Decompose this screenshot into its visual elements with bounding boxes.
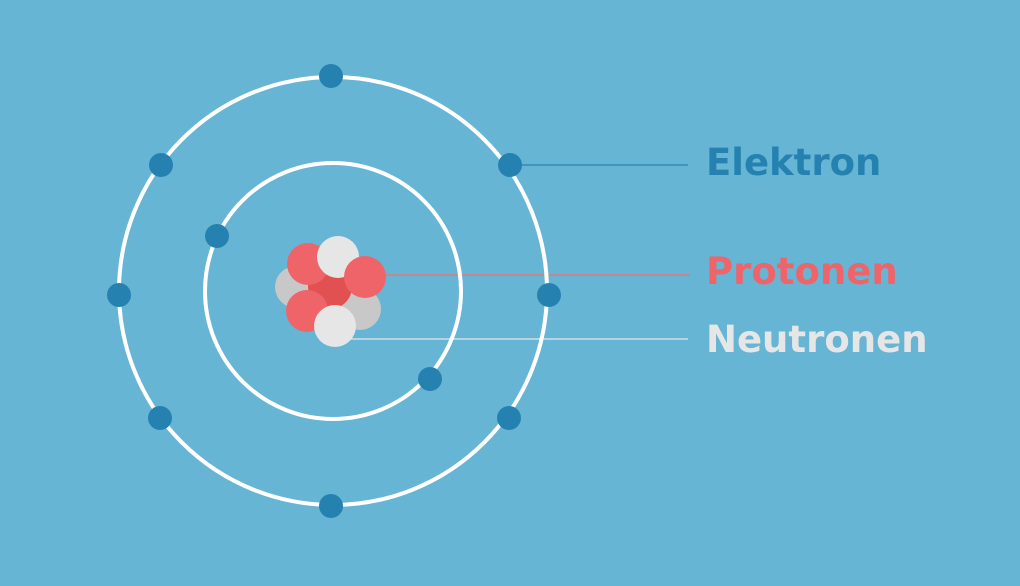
electron: [205, 224, 229, 248]
outer-shell-electrons: [107, 64, 561, 518]
neutron: [314, 305, 356, 347]
electron: [498, 153, 522, 177]
electron: [537, 283, 561, 307]
electron: [418, 367, 442, 391]
electron: [319, 494, 343, 518]
proton-label: Protonen: [706, 250, 898, 293]
electron: [149, 153, 173, 177]
proton: [344, 256, 386, 298]
electron: [319, 64, 343, 88]
electron: [497, 406, 521, 430]
electron-label: Elektron: [706, 141, 882, 184]
electron: [107, 283, 131, 307]
electron: [148, 406, 172, 430]
inner-orbit: [203, 161, 463, 421]
neutron-label: Neutronen: [706, 318, 928, 361]
inner-shell-electrons: [205, 224, 442, 391]
nucleus: [275, 236, 386, 347]
